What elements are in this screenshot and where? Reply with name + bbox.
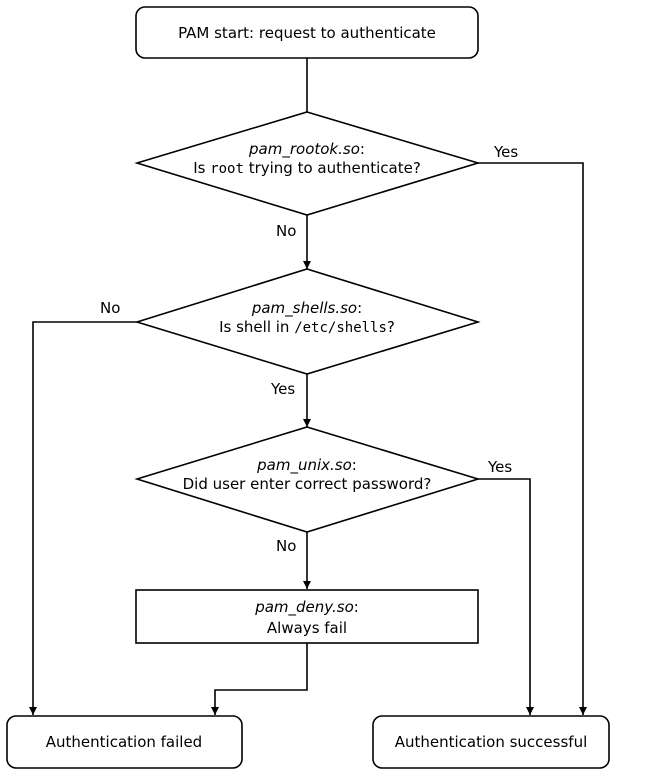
rootok-module-name: pam_rootok.so <box>248 140 360 159</box>
unix-yes-label: Yes <box>487 458 512 476</box>
rootok-no-label: No <box>276 222 296 240</box>
shells-module-name: pam_shells.so <box>251 299 357 318</box>
decision-shells: pam_shells.so: Is shell in /etc/shells? <box>134 268 481 375</box>
decision-rootok: pam_rootok.so: Is root trying to authent… <box>134 111 481 216</box>
svg-text:pam_rootok.so:: pam_rootok.so: <box>248 140 365 159</box>
deny-node: pam_deny.so: Always fail <box>135 589 479 644</box>
svg-text:pam_unix.so:: pam_unix.so: <box>256 456 357 475</box>
connector-deny-to-failed <box>211 643 308 715</box>
start-node: PAM start: request to authenticate <box>135 6 479 59</box>
end-failed-label: Authentication failed <box>46 733 202 751</box>
rootok-yes-label: Yes <box>493 143 518 161</box>
shells-no-label: No <box>100 299 120 317</box>
connector-unix-yes <box>478 478 534 715</box>
deny-text: Always fail <box>267 619 347 637</box>
end-success-node: Authentication successful <box>372 715 610 769</box>
end-success-label: Authentication successful <box>395 733 588 751</box>
end-failed-node: Authentication failed <box>6 715 243 769</box>
start-label: PAM start: request to authenticate <box>178 24 436 42</box>
unix-no-label: No <box>276 537 296 555</box>
connector-shells-no <box>29 321 137 715</box>
svg-text:pam_shells.so:: pam_shells.so: <box>251 299 362 318</box>
rootok-question: Is root trying to authenticate? <box>193 159 421 177</box>
unix-question: Did user enter correct password? <box>183 475 432 493</box>
shells-yes-label: Yes <box>270 380 295 398</box>
connector-rootok-yes <box>478 162 587 715</box>
decision-unix: pam_unix.so: Did user enter correct pass… <box>134 426 481 533</box>
deny-module-name: pam_deny.so <box>254 598 354 617</box>
shells-question: Is shell in /etc/shells? <box>219 318 395 336</box>
unix-module-name: pam_unix.so <box>256 456 352 475</box>
svg-text:pam_deny.so:: pam_deny.so: <box>254 598 359 617</box>
